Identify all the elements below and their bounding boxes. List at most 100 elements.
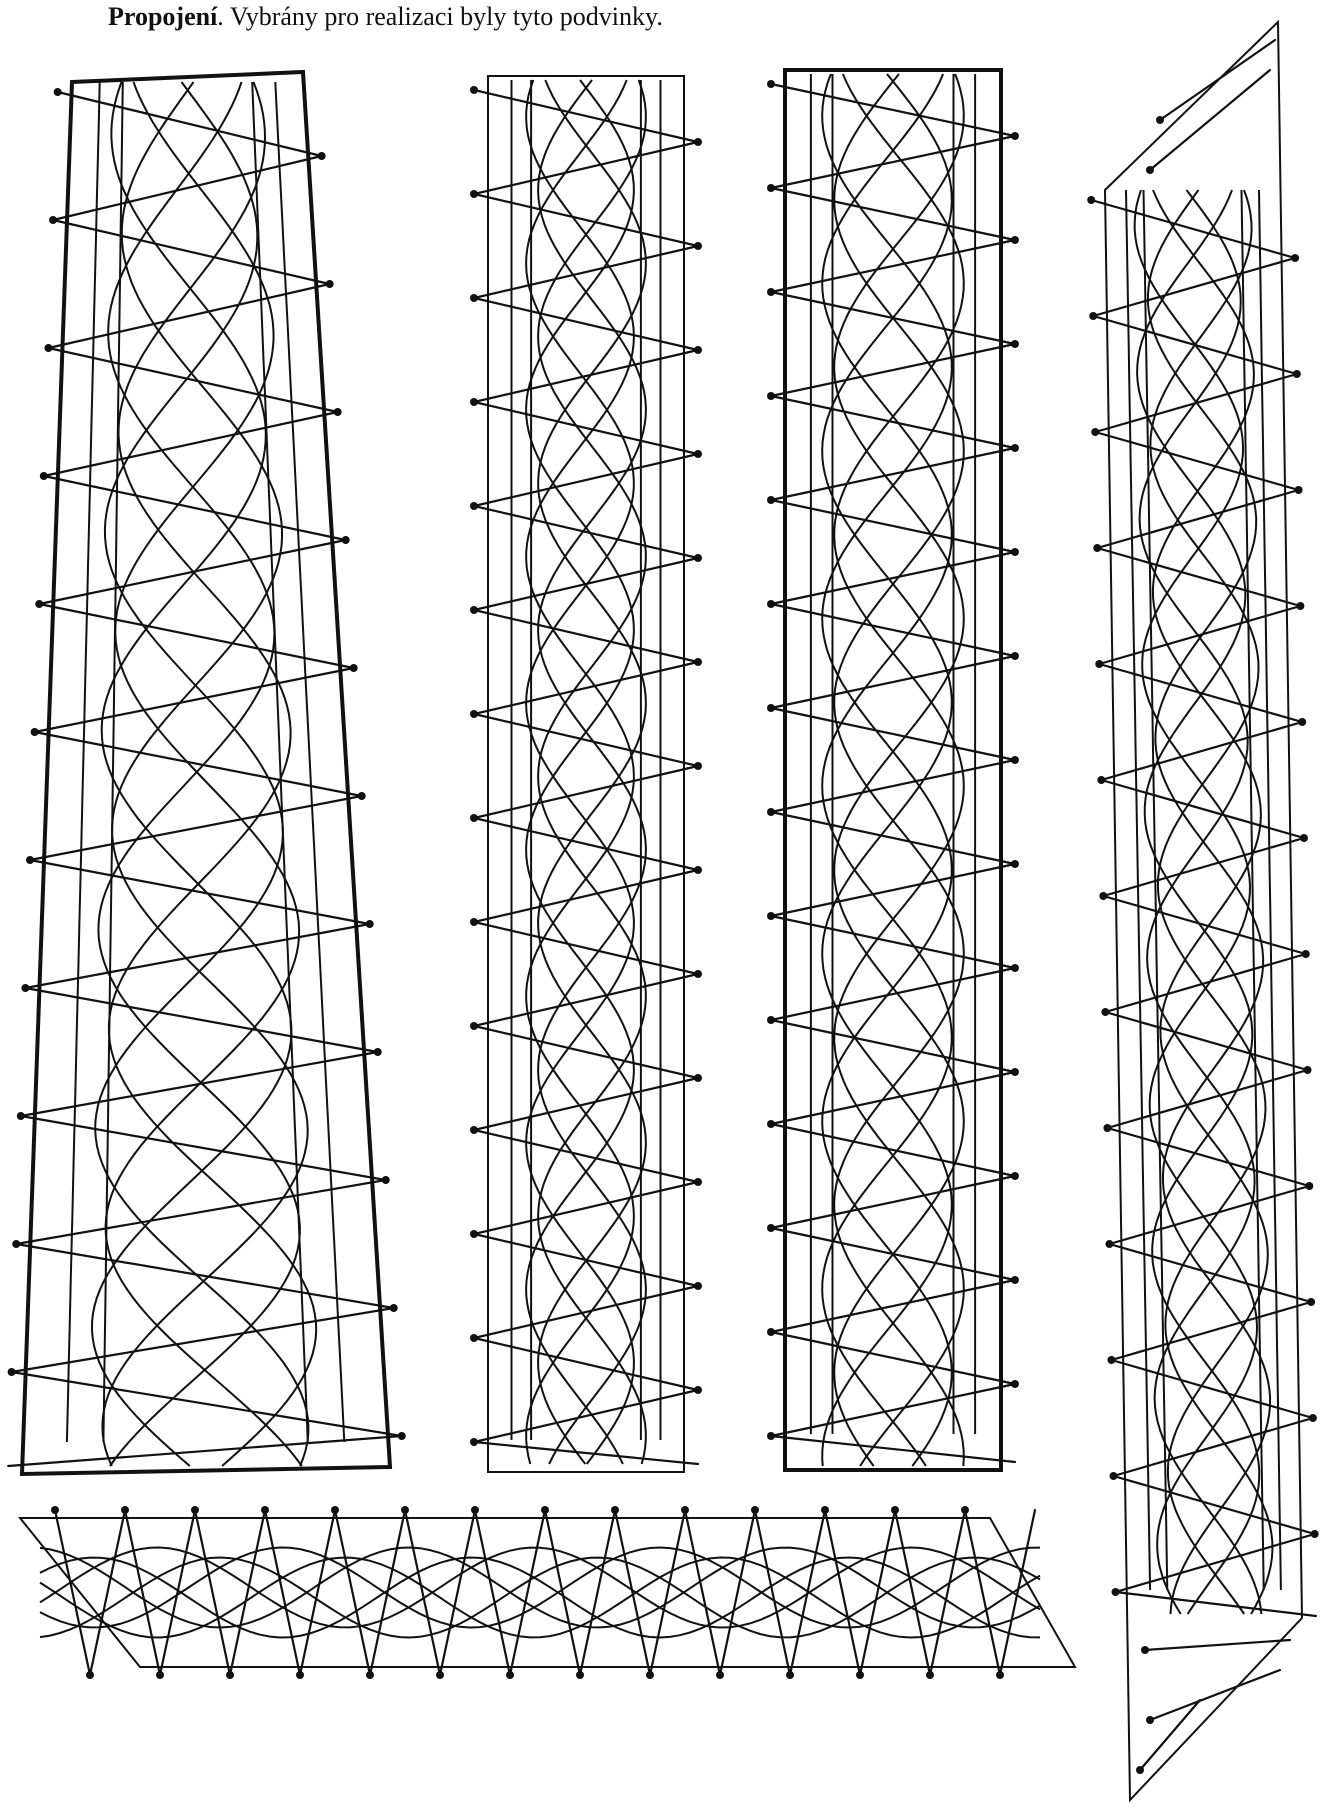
thread-line — [1105, 1012, 1307, 1070]
pin-dot — [358, 792, 366, 800]
pin-dot — [1011, 1380, 1019, 1388]
thread-line — [510, 1510, 545, 1675]
thread-line — [90, 1510, 125, 1675]
braid-curve — [822, 74, 952, 1466]
pin-dot — [786, 1671, 794, 1679]
pin-dot — [1011, 1276, 1019, 1284]
pin-dot — [767, 600, 775, 608]
pin-dot — [51, 1506, 59, 1514]
pin-dot — [470, 1334, 478, 1342]
pin-dot — [1087, 196, 1095, 204]
thread-line — [545, 1510, 580, 1675]
braid-curve — [526, 80, 634, 1464]
thread-line — [474, 818, 698, 870]
pin-dot — [767, 288, 775, 296]
thread-line — [1099, 664, 1302, 722]
pin-dot — [1011, 860, 1019, 868]
thread-line — [771, 1072, 1015, 1124]
pin-dot — [694, 1178, 702, 1186]
pin-dot — [1298, 718, 1306, 726]
braid-curve — [526, 80, 634, 1464]
thread-line — [474, 1338, 698, 1390]
pin-dot — [342, 536, 350, 544]
pin-dot — [767, 1328, 775, 1336]
thread-line — [405, 1510, 440, 1675]
pin-dot — [611, 1506, 619, 1514]
thread-line — [771, 1176, 1015, 1228]
pin-dot — [366, 920, 374, 928]
pin-dot — [751, 1506, 759, 1514]
pin-dot — [1093, 544, 1101, 552]
thread-line — [771, 136, 1015, 188]
lace-pattern-1 — [8, 72, 406, 1474]
thread-line — [860, 1510, 895, 1675]
thread-line — [771, 344, 1015, 396]
pin-dot — [471, 1506, 479, 1514]
pin-dot — [40, 472, 48, 480]
thread-line — [474, 1390, 698, 1442]
thread-line — [1111, 1302, 1311, 1360]
pin-dot — [1112, 1588, 1120, 1596]
pin-dot — [767, 808, 775, 816]
thread-line — [474, 974, 698, 1026]
thread-line — [474, 350, 698, 402]
pin-dot — [44, 344, 52, 352]
pin-dot — [1101, 1008, 1109, 1016]
thread-line — [1109, 1244, 1311, 1302]
pin-dot — [767, 80, 775, 88]
pin-dot — [1107, 1356, 1115, 1364]
pin-dot — [26, 856, 34, 864]
thread-line — [771, 84, 1015, 136]
thread-line — [370, 1510, 405, 1675]
braid-curve — [40, 1548, 1040, 1628]
thread-line — [771, 760, 1015, 812]
pin-dot — [1011, 444, 1019, 452]
thread-line — [1109, 1186, 1309, 1244]
pin-dot — [1302, 950, 1310, 958]
thread-line — [160, 1510, 195, 1675]
pin-dot — [226, 1671, 234, 1679]
thread-line — [1101, 722, 1302, 780]
pin-dot — [470, 814, 478, 822]
thread-line — [474, 1130, 698, 1182]
thread-line — [55, 1510, 90, 1675]
pin-dot — [694, 138, 702, 146]
pin-dot — [1309, 1414, 1317, 1422]
pin-dot — [436, 1671, 444, 1679]
pin-dot — [1011, 132, 1019, 140]
pin-dot — [398, 1432, 406, 1440]
pin-dot — [17, 1112, 25, 1120]
pin-dot — [694, 658, 702, 666]
pin-dot — [191, 1506, 199, 1514]
pin-dot — [470, 398, 478, 406]
pin-dot — [767, 912, 775, 920]
pin-dot — [1089, 312, 1097, 320]
thread-line — [440, 1510, 475, 1675]
thread-line — [1116, 1534, 1315, 1592]
thread-line — [474, 1026, 698, 1078]
pin-dot — [926, 1671, 934, 1679]
pin-dot — [694, 346, 702, 354]
thread-line — [474, 714, 698, 766]
pin-dot — [694, 1386, 702, 1394]
thread-line — [615, 1510, 650, 1675]
thread-line — [965, 1510, 1000, 1675]
pin-dot — [1011, 236, 1019, 244]
pin-dot — [1011, 1068, 1019, 1076]
pin-dot — [470, 502, 478, 510]
pin-dot — [334, 408, 342, 416]
braid-curve — [538, 80, 646, 1464]
braid-curve — [1140, 190, 1262, 1614]
thread-line — [650, 1510, 685, 1675]
thread-line — [825, 1510, 860, 1675]
thread-line — [474, 1442, 698, 1464]
pin-dot — [646, 1671, 654, 1679]
thread-line — [1103, 838, 1304, 896]
thread-line — [580, 1510, 615, 1675]
pin-dot — [1295, 486, 1303, 494]
braid-curve — [834, 74, 964, 1466]
pin-dot — [694, 450, 702, 458]
pin-dot — [1156, 116, 1164, 124]
thread-line — [1103, 896, 1305, 954]
thread-line — [1105, 954, 1305, 1012]
